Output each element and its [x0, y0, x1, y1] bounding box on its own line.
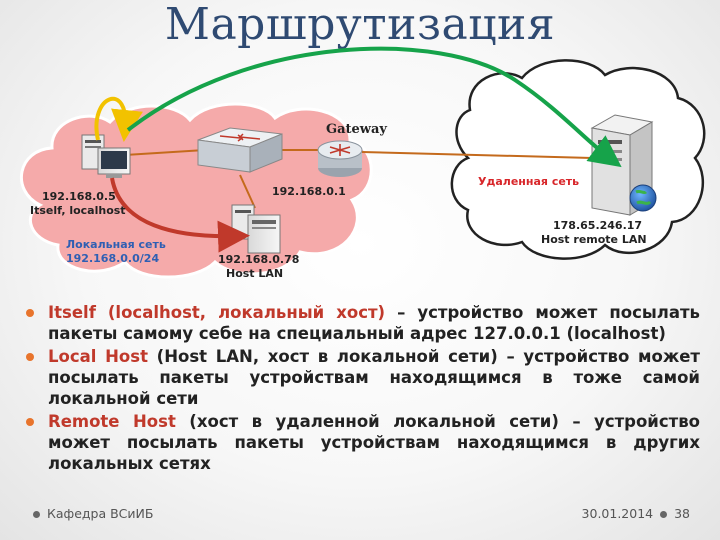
wan-link	[361, 151, 593, 159]
lan-cloud	[20, 102, 373, 279]
bullet-item: Remote Host (хост в удаленной локальной …	[22, 411, 700, 474]
bullet-term: Local Host	[48, 347, 148, 366]
lan-link	[124, 149, 206, 156]
bullet-text: (хост в удаленной локальной сети) – устр…	[48, 412, 700, 473]
switch-host-link	[239, 174, 256, 209]
footer-separator-icon	[660, 511, 668, 518]
globe-icon	[629, 184, 657, 212]
bullet-text: (Host LAN, хост в локальной сети) – устр…	[48, 347, 700, 408]
bullet-list: Itself (localhost, локальный хост) – уст…	[22, 302, 700, 476]
remote-arrow	[126, 46, 622, 168]
switch-icon	[197, 127, 283, 173]
bullet-term: Remote Host	[48, 412, 176, 431]
lan-label-line2: 192.168.0.0/24	[66, 252, 159, 265]
self-name: Itself, localhost	[30, 204, 126, 217]
lan-label-line1: Локальная сеть	[66, 238, 166, 251]
remote-name: Host remote LAN	[541, 233, 647, 246]
bullet-text: – устройство может посылать пакеты самом…	[48, 303, 700, 343]
bullet-item: Local Host (Host LAN, хост в локальной с…	[22, 346, 700, 409]
footer-department: Кафедра ВСиИБ	[30, 506, 153, 522]
bullet-item: Itself (localhost, локальный хост) – уст…	[22, 302, 700, 344]
lan-arrow	[110, 177, 250, 253]
self-computer-icon	[81, 134, 131, 178]
bullet-term: Itself (localhost, локальный хост)	[48, 303, 386, 322]
gateway-ip: 192.168.0.1	[272, 185, 346, 198]
gateway-label: Gateway	[326, 122, 387, 137]
footer-bullet-icon	[33, 511, 40, 518]
lan-host-ip: 192.168.0.78	[218, 253, 299, 266]
loopback-arrow	[94, 96, 143, 142]
page-number: 38	[674, 506, 690, 521]
remote-net-label: Удаленная сеть	[478, 175, 579, 188]
slide-title: Маршрутизация	[164, 0, 556, 50]
self-ip: 192.168.0.5	[42, 190, 116, 203]
lan-host-name: Host LAN	[226, 267, 283, 280]
router-icon	[317, 140, 363, 177]
footer-date-page: 30.01.2014 38	[582, 506, 690, 522]
footer-date: 30.01.2014	[581, 506, 654, 521]
remote-ip: 178.65.246.17	[553, 219, 642, 232]
network-diagram: Gateway 192.168.0.1 192.168.0.5 Itself, …	[20, 46, 706, 280]
footer-department-text: Кафедра ВСиИБ	[46, 506, 154, 521]
